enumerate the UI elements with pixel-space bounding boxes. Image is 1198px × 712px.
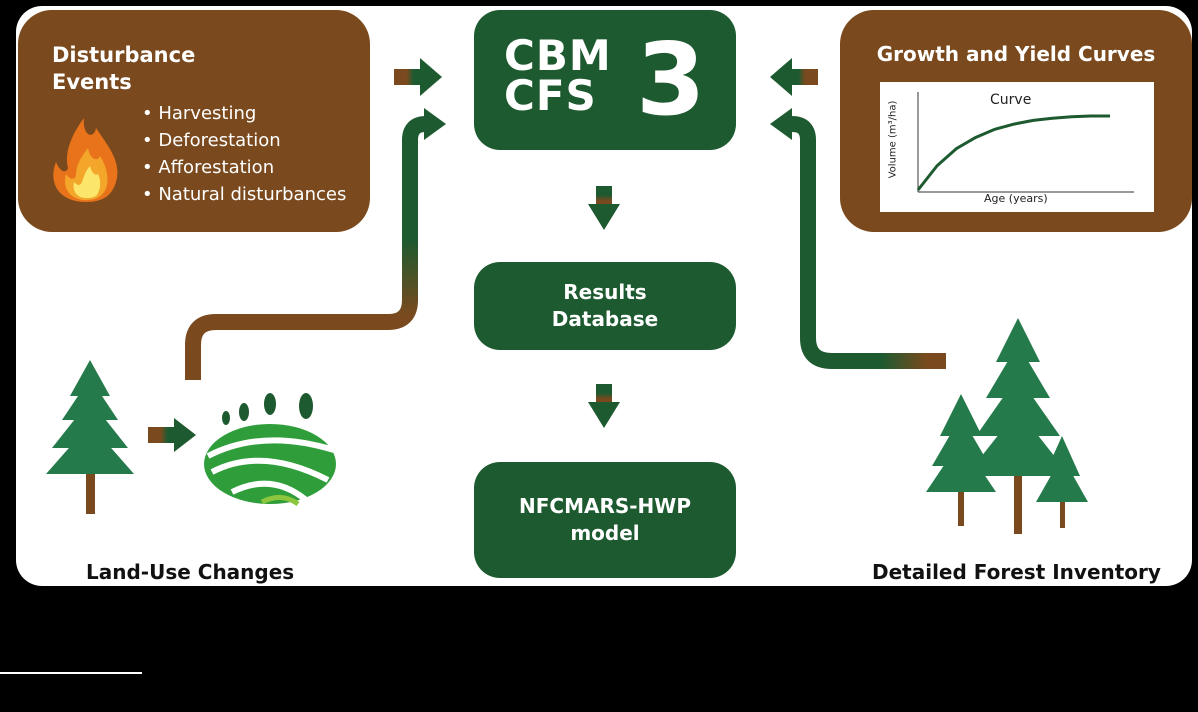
divider-line [0, 672, 142, 674]
y-axis-label: Volume (m³/ha) [887, 100, 899, 179]
arrow-results-to-nfcmars [588, 384, 620, 428]
disturbance-item-natural: Natural disturbances [142, 181, 346, 208]
cbm-number: 3 [636, 21, 706, 138]
chart-title: Curve [990, 92, 1032, 108]
disturbance-list: Harvesting Deforestation Afforestation N… [142, 100, 346, 208]
cbm-cfs3-box: CBM CFS 3 [474, 10, 736, 150]
arrow-growth-to-cbm [770, 58, 818, 96]
growth-yield-box: Growth and Yield Curves Curve Age (years… [840, 10, 1192, 232]
curve-line [916, 114, 1110, 191]
growth-curve-chart: Curve Age (years) Volume (m³/ha) [880, 82, 1154, 212]
x-axis-label: Age (years) [984, 192, 1048, 205]
forest-trees-icon [926, 318, 1088, 534]
disturbance-item-harvesting: Harvesting [142, 100, 346, 127]
results-line1: Results [563, 280, 647, 304]
growth-yield-title: Growth and Yield Curves [876, 42, 1156, 66]
arrow-tree-to-field [148, 418, 196, 452]
reflection-fade [0, 586, 1198, 712]
nfcmars-hwp-box: NFCMARS-HWP model [474, 462, 736, 578]
cbm-line1: CBM [504, 31, 612, 80]
results-line2: Database [551, 307, 659, 331]
cbm-logo-text: CBM CFS [504, 31, 612, 120]
arrow-disturbance-to-cbm [394, 58, 442, 96]
arrow-inventory-to-cbm [770, 108, 946, 369]
curve-plot [916, 92, 1134, 193]
pine-tree-icon [46, 360, 134, 514]
caption-land-use-changes: Land-Use Changes [86, 560, 295, 584]
disturbance-title-line2: Events [52, 70, 132, 94]
caption-detailed-forest-inventory: Detailed Forest Inventory [872, 560, 1161, 584]
arrow-cbm-to-results [588, 186, 620, 230]
disturbance-title-line1: Disturbance [52, 43, 196, 67]
fire-icon [53, 118, 118, 202]
disturbance-title: Disturbance Events [52, 42, 195, 96]
disturbance-events-box: Disturbance Events Harvesting Deforestat… [18, 10, 370, 232]
farm-field-icon [204, 393, 336, 507]
nfcmars-line1: NFCMARS-HWP [518, 494, 692, 518]
results-database-box: Results Database [474, 262, 736, 350]
arrow-landuse-to-cbm [185, 108, 446, 380]
nfcmars-line2: model [570, 521, 640, 545]
cbm-line2: CFS [504, 71, 597, 120]
disturbance-item-deforestation: Deforestation [142, 127, 346, 154]
disturbance-item-afforestation: Afforestation [142, 154, 346, 181]
